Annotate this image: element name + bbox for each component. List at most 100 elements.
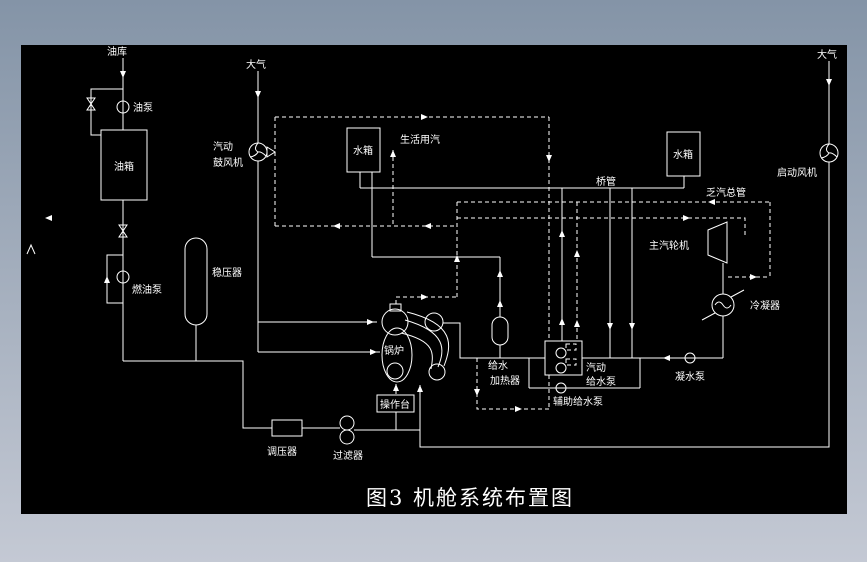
flow-arrow-right xyxy=(421,294,428,300)
fan-blades-icon xyxy=(249,142,267,158)
aux-feed-pump-label: 辅助给水泵 xyxy=(553,395,603,408)
condensate-pump-label: 凝水泵 xyxy=(675,371,705,383)
flow-arrow-up xyxy=(390,150,396,157)
boiler-tube-bank xyxy=(400,311,450,370)
steam-system: 生活用汽 乏汽总管 xyxy=(274,114,771,412)
flow-arrow-left xyxy=(708,199,715,205)
boiler-steam-drum xyxy=(381,308,409,336)
boiler-side-drum xyxy=(424,312,444,332)
flow-arrow-up xyxy=(417,385,423,392)
flow-arrow-up xyxy=(497,270,503,277)
flow-arrow-up xyxy=(559,230,565,237)
figure-title: 图3 机舱系统布置图 xyxy=(366,486,574,510)
oil-depot-label: 油库 xyxy=(107,45,127,58)
flow-arrow-up xyxy=(104,276,110,283)
condensate-pump-symbol xyxy=(684,352,696,364)
fuel-oil-pump-label: 燃油泵 xyxy=(132,283,162,296)
boiler-furnace-outline xyxy=(381,327,413,383)
flow-arrow-right xyxy=(515,406,522,412)
aux-feed-pump-symbol xyxy=(555,382,567,394)
tank-left-outlets xyxy=(359,172,373,257)
reference-arrow-left xyxy=(45,215,52,221)
oil-tank-symbol xyxy=(100,129,148,201)
exhaust-steam-main-label: 乏汽总管 xyxy=(706,186,746,199)
steam-feed-pump-symbol-1 xyxy=(555,347,567,359)
startup-fan-label: 启动风机 xyxy=(777,166,817,179)
bypass-valve-icon xyxy=(86,97,96,111)
air-system: 大气 汽动 鼓风机 大气 启动风机 xyxy=(213,48,839,448)
water-tank-left-symbol xyxy=(346,127,381,173)
filter-symbol-bottom xyxy=(339,429,355,445)
boiler-label: 锅炉 xyxy=(384,345,404,357)
startup-air-run xyxy=(419,162,830,448)
flow-arrow-up xyxy=(559,318,565,325)
flow-arrow-left xyxy=(663,355,670,361)
pressure-stabilizer-label: 稳压器 xyxy=(212,266,242,279)
drawing-canvas[interactable] xyxy=(21,45,847,514)
bridge-pipe-label: 桥管 xyxy=(596,175,616,188)
flow-arrow-down xyxy=(255,91,261,98)
water-tank-left-label: 水箱 xyxy=(353,144,373,157)
flow-arrow-up xyxy=(574,320,580,327)
fuel-run-line xyxy=(123,360,272,429)
steam-feed-pump-box xyxy=(544,340,583,376)
pump-turbine-icon xyxy=(565,343,577,351)
condenser-label: 冷凝器 xyxy=(750,299,780,312)
flow-arrow-up xyxy=(497,300,503,307)
condenser-ticks-icon xyxy=(701,289,745,321)
flow-arrow-down xyxy=(546,155,552,162)
aux-pump-steam-line xyxy=(476,358,550,410)
feed-heater-label-1: 给水 xyxy=(488,359,508,372)
turbine-gland-steam-line xyxy=(728,202,771,278)
fan-blades-icon xyxy=(820,143,838,159)
pressure-regulator-label: 调压器 xyxy=(267,446,297,458)
oil-pump-symbol xyxy=(116,100,130,114)
boiler-water-drum-left xyxy=(386,362,404,380)
feed-water-system: 水箱 桥管 水箱 给水 加热器 凝水泵 汽动 给水泵 辅助给水泵 xyxy=(346,127,723,408)
main-steam-line xyxy=(457,217,746,238)
auxiliary-steam-loop xyxy=(274,116,549,227)
oil-pump-bypass xyxy=(90,88,123,136)
flow-arrow-down xyxy=(120,71,126,78)
flow-arrow-down xyxy=(607,323,613,330)
flow-arrow-right xyxy=(370,349,377,355)
condenser-coil-icon xyxy=(714,301,732,309)
boiler-water-drum-right xyxy=(428,363,446,381)
reference-caret xyxy=(26,243,36,255)
flow-arrow-up xyxy=(393,384,399,391)
flow-arrow-down xyxy=(826,79,832,86)
boiler-assembly: 锅炉 操作台 xyxy=(376,308,450,430)
fuel-oil-system: 油库 油泵 油箱 燃油泵 稳压器 调压器 过滤器 xyxy=(26,45,423,462)
console-label: 操作台 xyxy=(380,398,410,411)
flow-arrow-right xyxy=(421,114,428,120)
water-tank-right-label: 水箱 xyxy=(673,148,693,161)
oil-pump-label: 油泵 xyxy=(133,101,153,114)
flow-arrow-up xyxy=(574,250,580,257)
atmosphere-left-label: 大气 xyxy=(246,58,266,71)
flow-arrow-down xyxy=(474,389,480,396)
steam-feed-pump-label-2: 给水泵 xyxy=(586,375,616,388)
flow-arrow-right xyxy=(683,215,690,221)
steam-feed-pump-symbol-2 xyxy=(555,362,567,374)
domestic-steam-label: 生活用汽 xyxy=(400,133,440,146)
aux-feed-pump-lines xyxy=(528,358,641,389)
filter-label: 过滤器 xyxy=(333,449,363,462)
atmosphere-right-label: 大气 xyxy=(817,48,837,61)
steam-blower-label-2: 鼓风机 xyxy=(213,156,243,169)
flow-arrow-left xyxy=(333,223,340,229)
pump-turbine-icon xyxy=(565,358,577,366)
main-turbine-label: 主汽轮机 xyxy=(649,239,689,252)
combustion-air-lines xyxy=(257,161,380,353)
boiler-feed-line xyxy=(443,322,545,359)
blower-nozzle-icon xyxy=(266,146,276,158)
flow-arrow-up xyxy=(454,255,460,262)
steam-feed-pump-label-1: 汽动 xyxy=(586,361,606,374)
steam-blower-label-1: 汽动 xyxy=(213,140,233,153)
flow-arrow-left xyxy=(424,223,431,229)
feed-heater-label-2: 加热器 xyxy=(490,374,520,387)
oil-tank-label: 油箱 xyxy=(114,160,134,173)
fuel-oil-pump-symbol xyxy=(116,270,130,284)
fuel-valve-icon xyxy=(118,224,128,238)
